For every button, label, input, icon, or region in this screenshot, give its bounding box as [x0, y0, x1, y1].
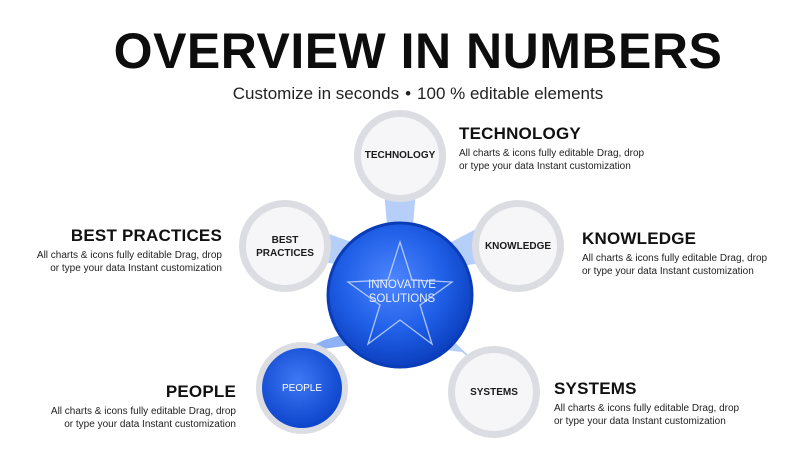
- block-knowledge-line1: All charts & icons fully editable Drag, …: [582, 253, 768, 264]
- node-systems: [448, 346, 540, 438]
- block-best-practices-body: All charts & icons fully editable Drag, …: [6, 250, 222, 275]
- block-systems-line1: All charts & icons fully editable Drag, …: [554, 403, 740, 414]
- block-systems: SYSTEMS All charts & icons fully editabl…: [554, 379, 794, 428]
- node-people: [256, 342, 348, 434]
- block-people-heading: PEOPLE: [165, 382, 236, 401]
- page-subtitle: Customize in seconds • 100 % editable elem…: [0, 84, 800, 104]
- subtitle-part-1: Customize in seconds: [232, 84, 400, 103]
- node-technology: [354, 110, 446, 202]
- block-best-practices-line1: All charts & icons fully editable Drag, …: [36, 250, 222, 261]
- node-label-knowledge: KNOWLEDGE: [484, 241, 552, 252]
- block-people-line1: All charts & icons fully editable Drag, …: [50, 406, 236, 417]
- block-technology-body: All charts & icons fully editable Drag, …: [459, 148, 709, 173]
- block-systems-body: All charts & icons fully editable Drag, …: [554, 403, 794, 428]
- node-label-technology: TECHNOLOGY: [364, 150, 436, 161]
- center-circle: [328, 223, 472, 367]
- block-knowledge: KNOWLEDGE All charts & icons fully edita…: [582, 229, 797, 278]
- center-label-line1: INNOVATIVE: [368, 279, 436, 291]
- block-technology-line2: or type your data Instant customization: [459, 160, 631, 172]
- node-knowledge: [472, 200, 564, 292]
- block-technology-heading: TECHNOLOGY: [459, 124, 581, 143]
- node-label-best-practices-line1: BEST: [271, 235, 299, 246]
- block-knowledge-heading: KNOWLEDGE: [582, 229, 697, 248]
- block-technology-line1: All charts & icons fully editable Drag, …: [459, 148, 645, 159]
- center-circle-rim: [326, 221, 474, 369]
- node-best-practices: [239, 200, 331, 292]
- subtitle-separator: •: [405, 84, 412, 103]
- block-best-practices-heading: BEST PRACTICES: [70, 226, 222, 245]
- node-label-systems: SYSTEMS: [470, 387, 518, 398]
- block-people-line2: or type your data Instant customization: [64, 418, 236, 430]
- block-knowledge-line2: or type your data Instant customization: [582, 265, 754, 277]
- block-systems-heading: SYSTEMS: [554, 379, 637, 398]
- block-people-body: All charts & icons fully editable Drag, …: [20, 406, 236, 431]
- page-title: OVERVIEW IN NUMBERS: [113, 23, 723, 79]
- node-label-best-practices: BEST PRACTICES: [245, 234, 325, 260]
- block-best-practices: BEST PRACTICES All charts & icons fully …: [6, 226, 222, 275]
- node-label-people: PEOPLE: [281, 383, 323, 394]
- center-label-line2: SOLUTIONS: [368, 293, 436, 305]
- block-systems-line2: or type your data Instant customization: [554, 415, 726, 427]
- block-best-practices-line2: or type your data Instant customization: [50, 262, 222, 274]
- block-people: PEOPLE All charts & icons fully editable…: [20, 382, 236, 431]
- block-knowledge-body: All charts & icons fully editable Drag, …: [582, 253, 797, 278]
- subtitle-part-2: 100 % editable elements: [417, 84, 604, 103]
- center-arrow-burst: [346, 239, 454, 346]
- center-label: INNOVATIVE SOLUTIONS: [352, 278, 452, 306]
- block-technology: TECHNOLOGY All charts & icons fully edit…: [459, 124, 709, 173]
- node-label-best-practices-line2: PRACTICES: [256, 248, 314, 259]
